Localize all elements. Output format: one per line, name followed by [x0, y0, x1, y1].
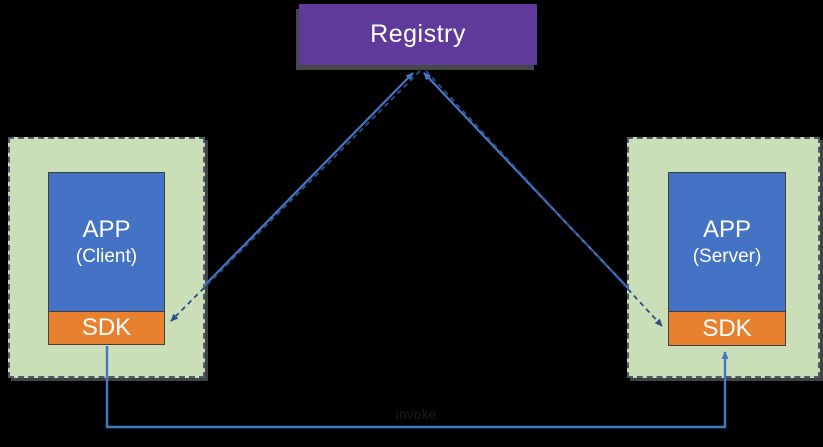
registry-node: Registry: [299, 4, 537, 65]
registry-label: Registry: [370, 20, 466, 48]
sdk-client-node: SDK: [48, 311, 165, 345]
sdk-client-label: SDK: [81, 314, 132, 341]
register-line-server: [423, 72, 629, 289]
app-server-label: APP: [702, 215, 752, 243]
app-client-node: APP (Client): [48, 172, 165, 311]
sdk-server-node: SDK: [668, 311, 786, 346]
register-line-client: [203, 72, 414, 287]
app-client-label: APP: [82, 215, 131, 243]
discovery-line-client: [170, 70, 421, 322]
invoke-link-label: invoke: [395, 406, 437, 422]
app-client-role-label: (Client): [75, 245, 138, 267]
sdk-server-label: SDK: [702, 314, 752, 342]
app-server-node: APP (Server): [668, 172, 786, 311]
app-server-role-label: (Server): [692, 245, 762, 267]
